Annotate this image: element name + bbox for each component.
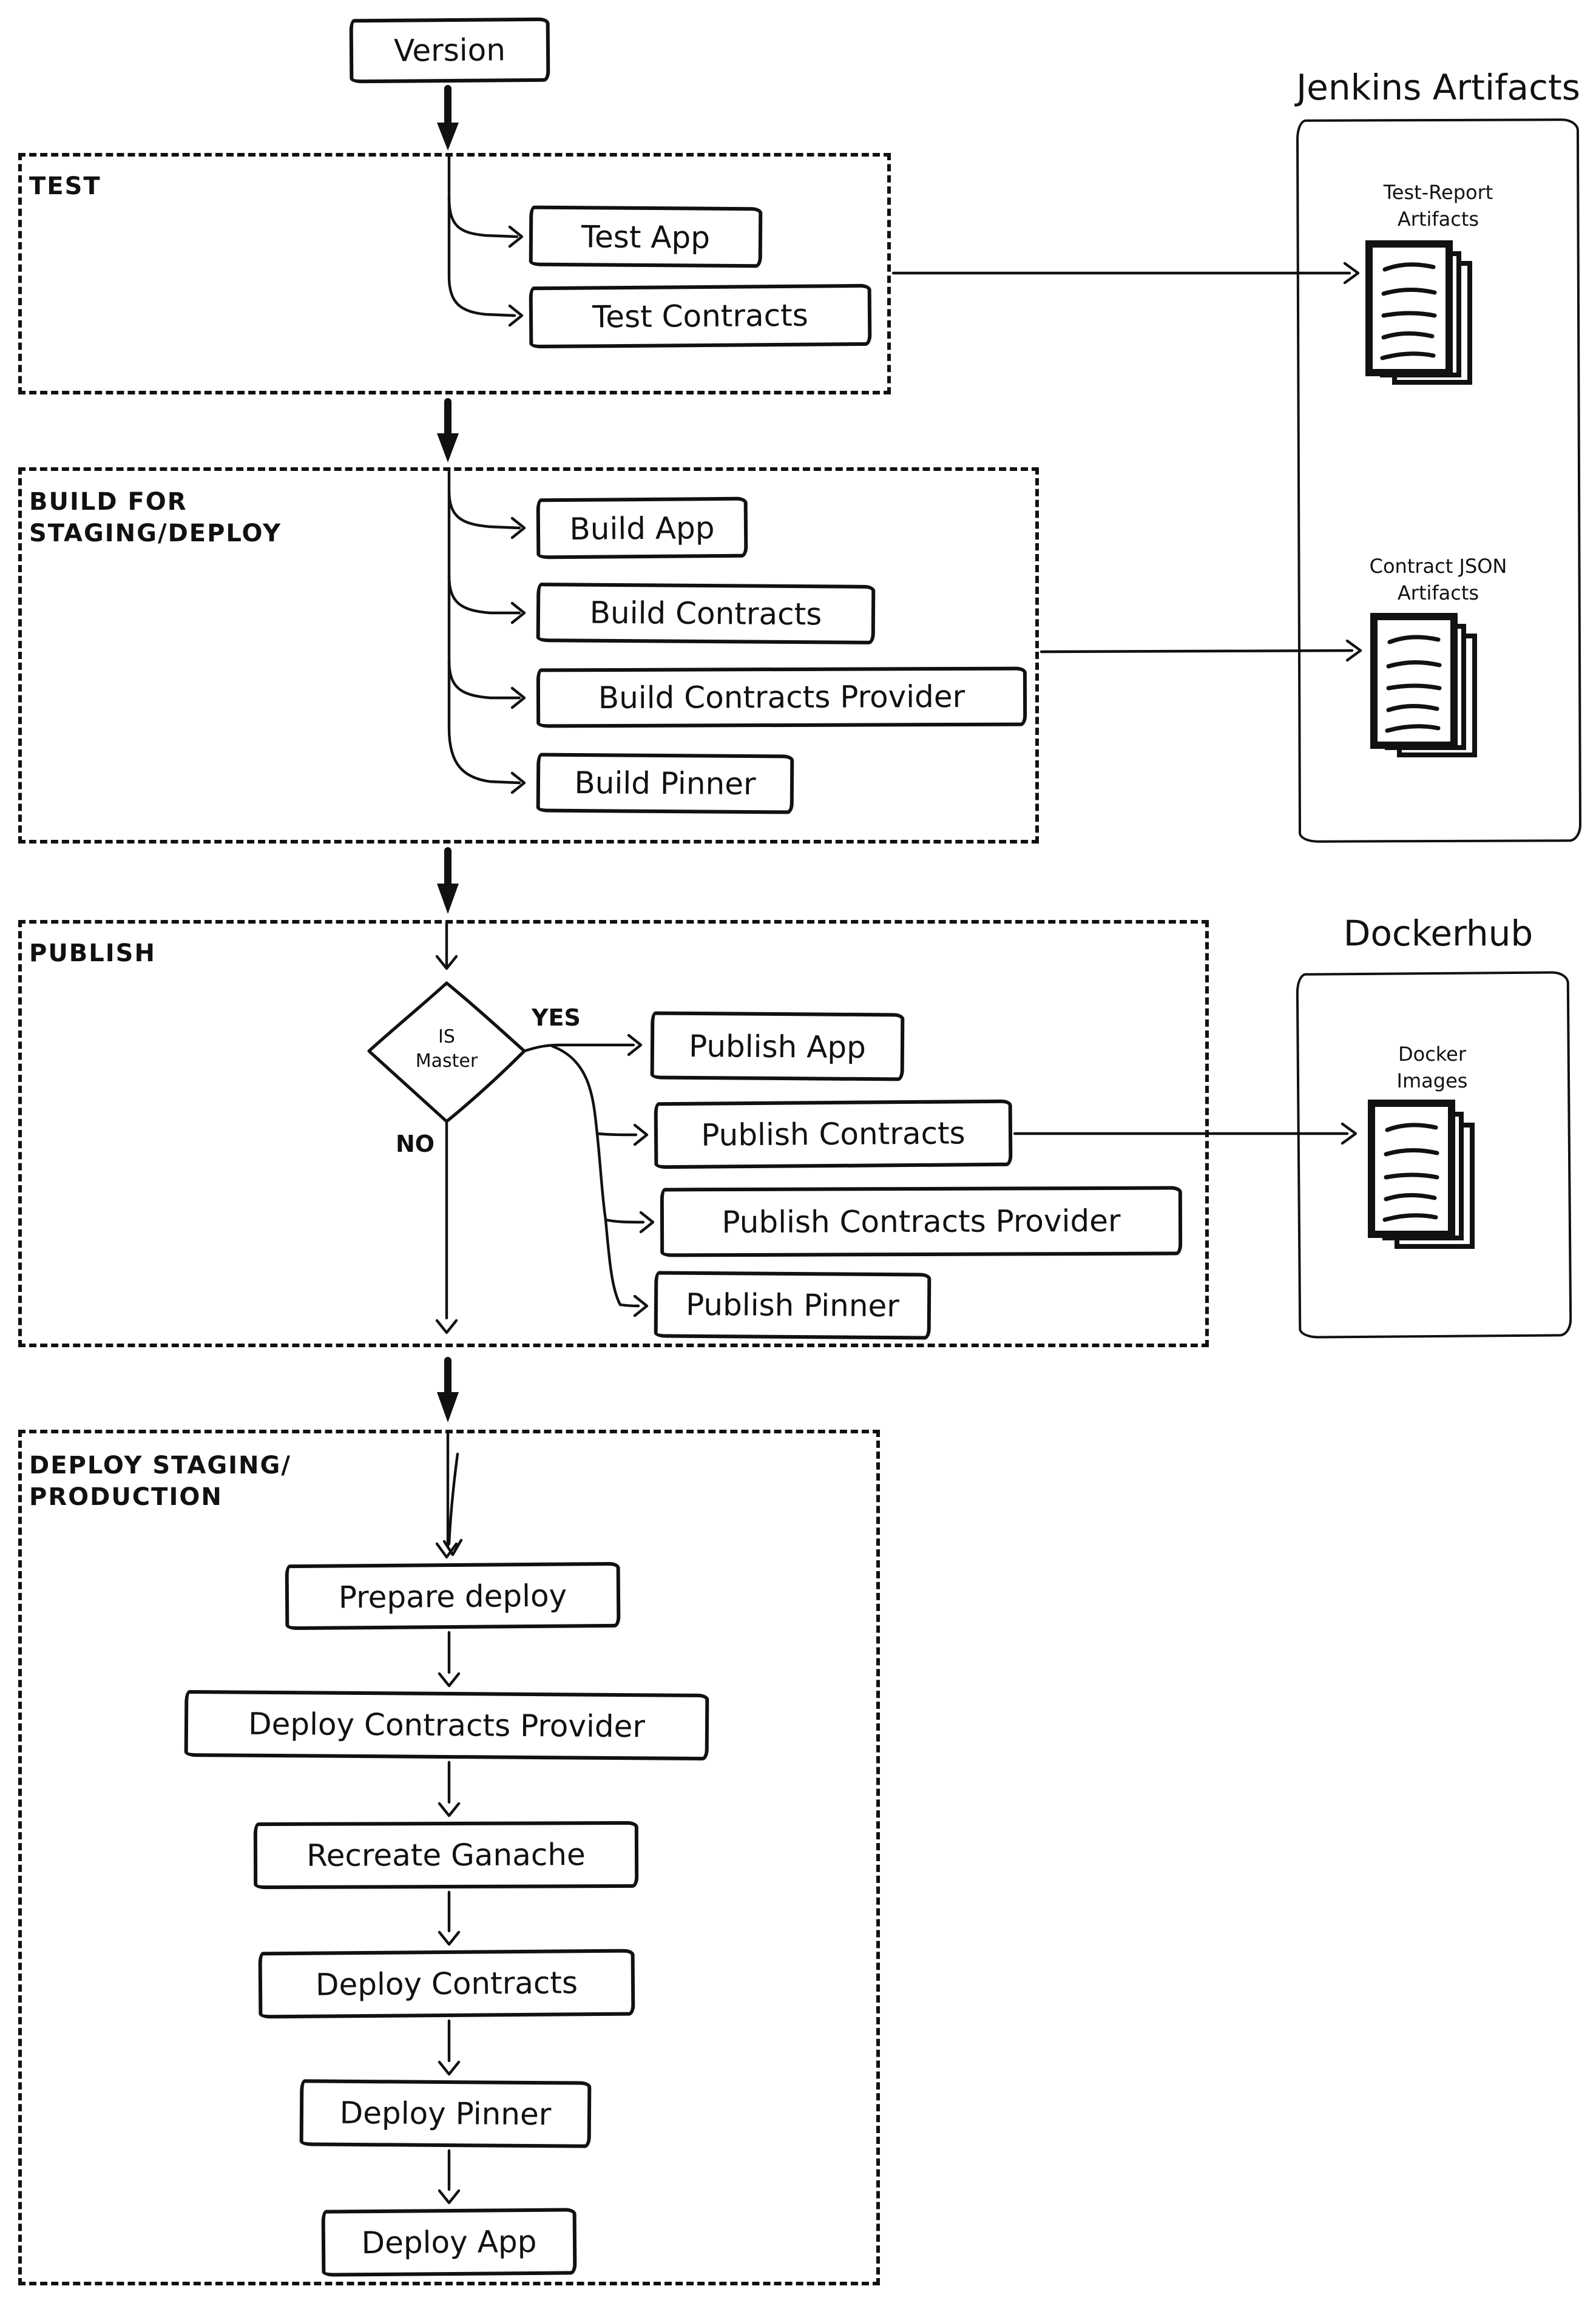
- section-build: [18, 467, 1039, 844]
- section-deploy: [18, 1430, 880, 2285]
- jenkins-artifact-test-report-line1: Test-Report: [1383, 181, 1493, 204]
- node-build-contracts-provider: Build Contracts Provider: [536, 666, 1027, 728]
- node-recreate-ganache: Recreate Ganache: [253, 1821, 639, 1890]
- section-deploy-label-line2: PRODUCTION: [29, 1482, 223, 1511]
- node-build-contracts-label: Build Contracts: [589, 595, 822, 632]
- node-publish-app-label: Publish App: [688, 1027, 867, 1065]
- no-label: NO: [396, 1131, 435, 1158]
- node-deploy-contracts: Deploy Contracts: [258, 1949, 635, 2019]
- node-build-contracts-provider-label: Build Contracts Provider: [598, 678, 965, 716]
- node-version-label: Version: [393, 32, 506, 69]
- node-recreate-ganache-label: Recreate Ganache: [306, 1837, 586, 1873]
- deploy-chain-arrows: [438, 1631, 461, 2205]
- arrow-version-to-test: [437, 85, 459, 150]
- node-test-contracts: Test Contracts: [529, 283, 872, 349]
- test-report-document-stack-icon: [1364, 240, 1481, 393]
- arrow-into-decision: [435, 921, 458, 970]
- section-build-label-line1: BUILD FOR: [29, 487, 188, 516]
- build-flow-lines: [447, 467, 526, 794]
- node-deploy-app: Deploy App: [321, 2208, 577, 2277]
- arrow-publish-to-deploy: [437, 1357, 459, 1422]
- section-publish-label: PUBLISH: [29, 938, 156, 967]
- decision-label-line2: Master: [415, 1050, 478, 1072]
- node-deploy-contracts-label: Deploy Contracts: [315, 1965, 578, 2003]
- node-publish-contracts-provider: Publish Contracts Provider: [660, 1186, 1183, 1257]
- decision-label: IS Master: [374, 1024, 519, 1074]
- node-deploy-pinner-label: Deploy Pinner: [339, 2095, 552, 2132]
- section-test: [18, 153, 891, 394]
- jenkins-artifact-contract-json-line1: Contract JSON: [1369, 555, 1507, 578]
- docker-images-document-stack-icon: [1367, 1100, 1483, 1257]
- node-deploy-pinner: Deploy Pinner: [299, 2079, 592, 2148]
- yes-branch-lines: [522, 1033, 655, 1317]
- node-test-app-label: Test App: [581, 218, 711, 255]
- node-publish-contracts-provider-label: Publish Contracts Provider: [722, 1203, 1121, 1240]
- node-publish-app: Publish App: [650, 1011, 905, 1081]
- node-build-pinner: Build Pinner: [536, 752, 794, 814]
- node-prepare-deploy-label: Prepare deploy: [338, 1577, 567, 1615]
- arrow-build-to-jenkins: [1040, 639, 1362, 662]
- node-test-contracts-label: Test Contracts: [592, 297, 808, 335]
- node-version: Version: [349, 17, 550, 84]
- arrow-build-to-publish: [437, 847, 459, 914]
- jenkins-artifact-contract-json-line2: Artifacts: [1397, 581, 1479, 605]
- node-build-pinner-label: Build Pinner: [574, 765, 756, 802]
- docker-images-line2: Images: [1396, 1069, 1468, 1093]
- node-build-app-label: Build App: [569, 510, 715, 546]
- node-deploy-contracts-provider-label: Deploy Contracts Provider: [248, 1706, 646, 1745]
- section-deploy-label-line1: DEPLOY STAGING/: [29, 1450, 291, 1479]
- node-prepare-deploy: Prepare deploy: [285, 1561, 621, 1631]
- node-test-app: Test App: [529, 205, 763, 268]
- section-deploy-label: DEPLOY STAGING/PRODUCTION: [29, 1449, 291, 1512]
- arrow-into-prepare-deploy: [435, 1430, 463, 1559]
- node-build-app: Build App: [536, 496, 748, 560]
- node-publish-contracts: Publish Contracts: [654, 1099, 1013, 1169]
- contract-json-document-stack-icon: [1369, 613, 1486, 766]
- node-build-contracts: Build Contracts: [536, 583, 876, 644]
- dockerhub-title: Dockerhub: [1343, 913, 1533, 954]
- yes-label: YES: [532, 1005, 581, 1032]
- decision-label-line1: IS: [438, 1026, 455, 1047]
- node-publish-pinner: Publish Pinner: [654, 1271, 932, 1340]
- section-test-label: TEST: [29, 171, 101, 200]
- jenkins-artifact-test-report-line2: Artifacts: [1397, 208, 1479, 231]
- test-flow-lines: [447, 154, 524, 327]
- arrow-publish-to-dockerhub: [1013, 1122, 1358, 1145]
- section-build-label-line2: STAGING/DEPLOY: [29, 518, 282, 547]
- node-publish-contracts-label: Publish Contracts: [701, 1115, 965, 1153]
- docker-images-line1: Docker: [1398, 1043, 1467, 1066]
- no-branch-line: [435, 1121, 458, 1334]
- node-deploy-contracts-provider: Deploy Contracts Provider: [184, 1689, 709, 1761]
- node-deploy-app-label: Deploy App: [361, 2223, 537, 2261]
- arrow-test-to-jenkins: [891, 262, 1360, 285]
- node-publish-pinner-label: Publish Pinner: [685, 1287, 900, 1324]
- jenkins-title: Jenkins Artifacts: [1296, 67, 1580, 108]
- jenkins-artifact-contract-json-label: Contract JSON Artifacts: [1311, 553, 1566, 608]
- arrow-test-to-build: [437, 398, 459, 462]
